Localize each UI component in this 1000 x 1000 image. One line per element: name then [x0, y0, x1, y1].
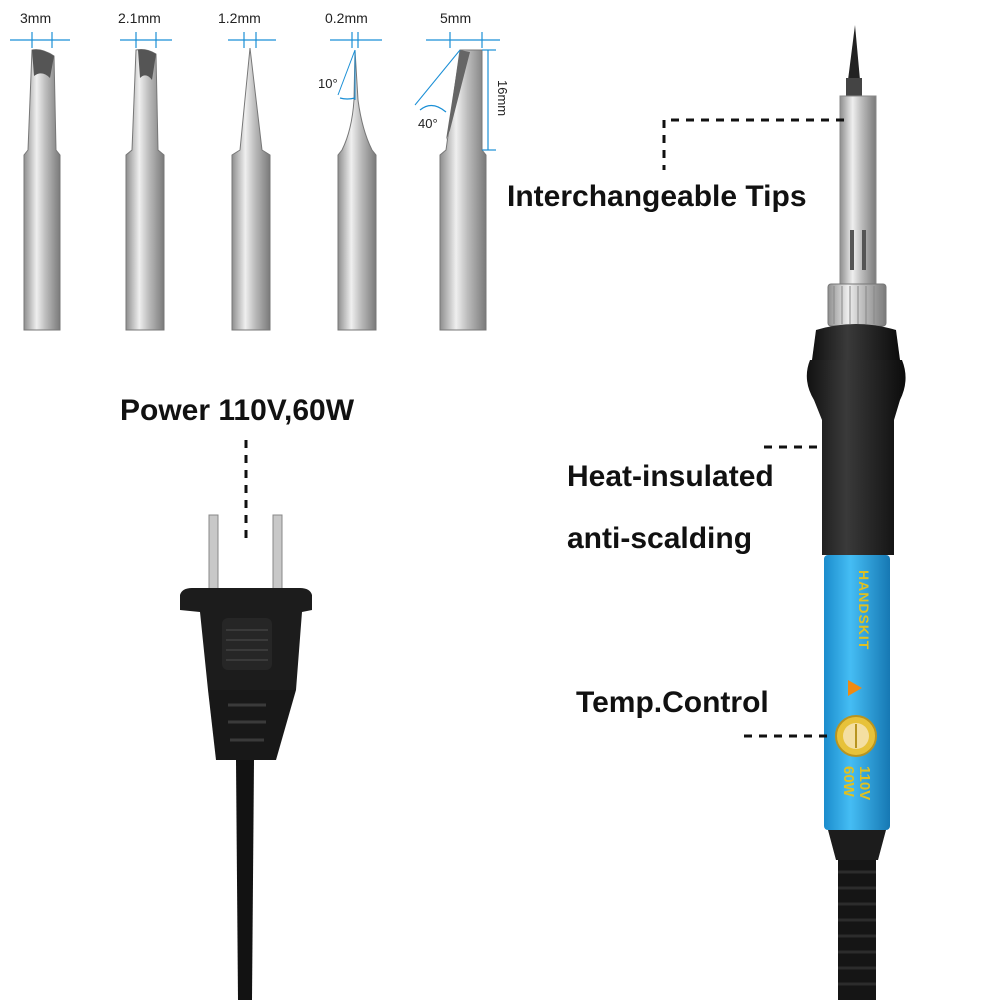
- tip-2.1mm: [125, 49, 165, 331]
- brand-label: HANDSKIT: [856, 570, 872, 651]
- tip-size-label: 3mm: [20, 10, 52, 26]
- tip-1.2mm: [231, 47, 271, 331]
- callout-leaders: [244, 118, 844, 738]
- callout-temp-control: Temp.Control: [576, 686, 769, 719]
- dimension-markers: [10, 32, 500, 151]
- tip-size-label: 5mm: [440, 10, 472, 26]
- angle-label: 10°: [318, 76, 338, 91]
- tip-0.2mm: [337, 49, 377, 331]
- tip-size-label: 0.2mm: [325, 10, 368, 26]
- tip-5mm: [414, 49, 487, 331]
- wattage-label: 60W: [840, 766, 857, 797]
- tip-3mm: [23, 49, 61, 331]
- power-plug: [180, 514, 312, 1000]
- callout-power: Power 110V,60W: [120, 394, 355, 427]
- callout-anti-scalding: anti-scalding: [567, 522, 753, 555]
- callout-heat-insulated: Heat-insulated: [567, 460, 774, 493]
- voltage-label: 110V: [856, 766, 873, 801]
- length-label: 16mm: [495, 80, 510, 117]
- angle-label: 40°: [418, 116, 438, 131]
- soldering-iron: [806, 25, 906, 1000]
- callout-interchangeable-tips: Interchangeable Tips: [507, 180, 807, 213]
- tip-size-label: 2.1mm: [118, 10, 161, 26]
- tip-size-label: 1.2mm: [218, 10, 261, 26]
